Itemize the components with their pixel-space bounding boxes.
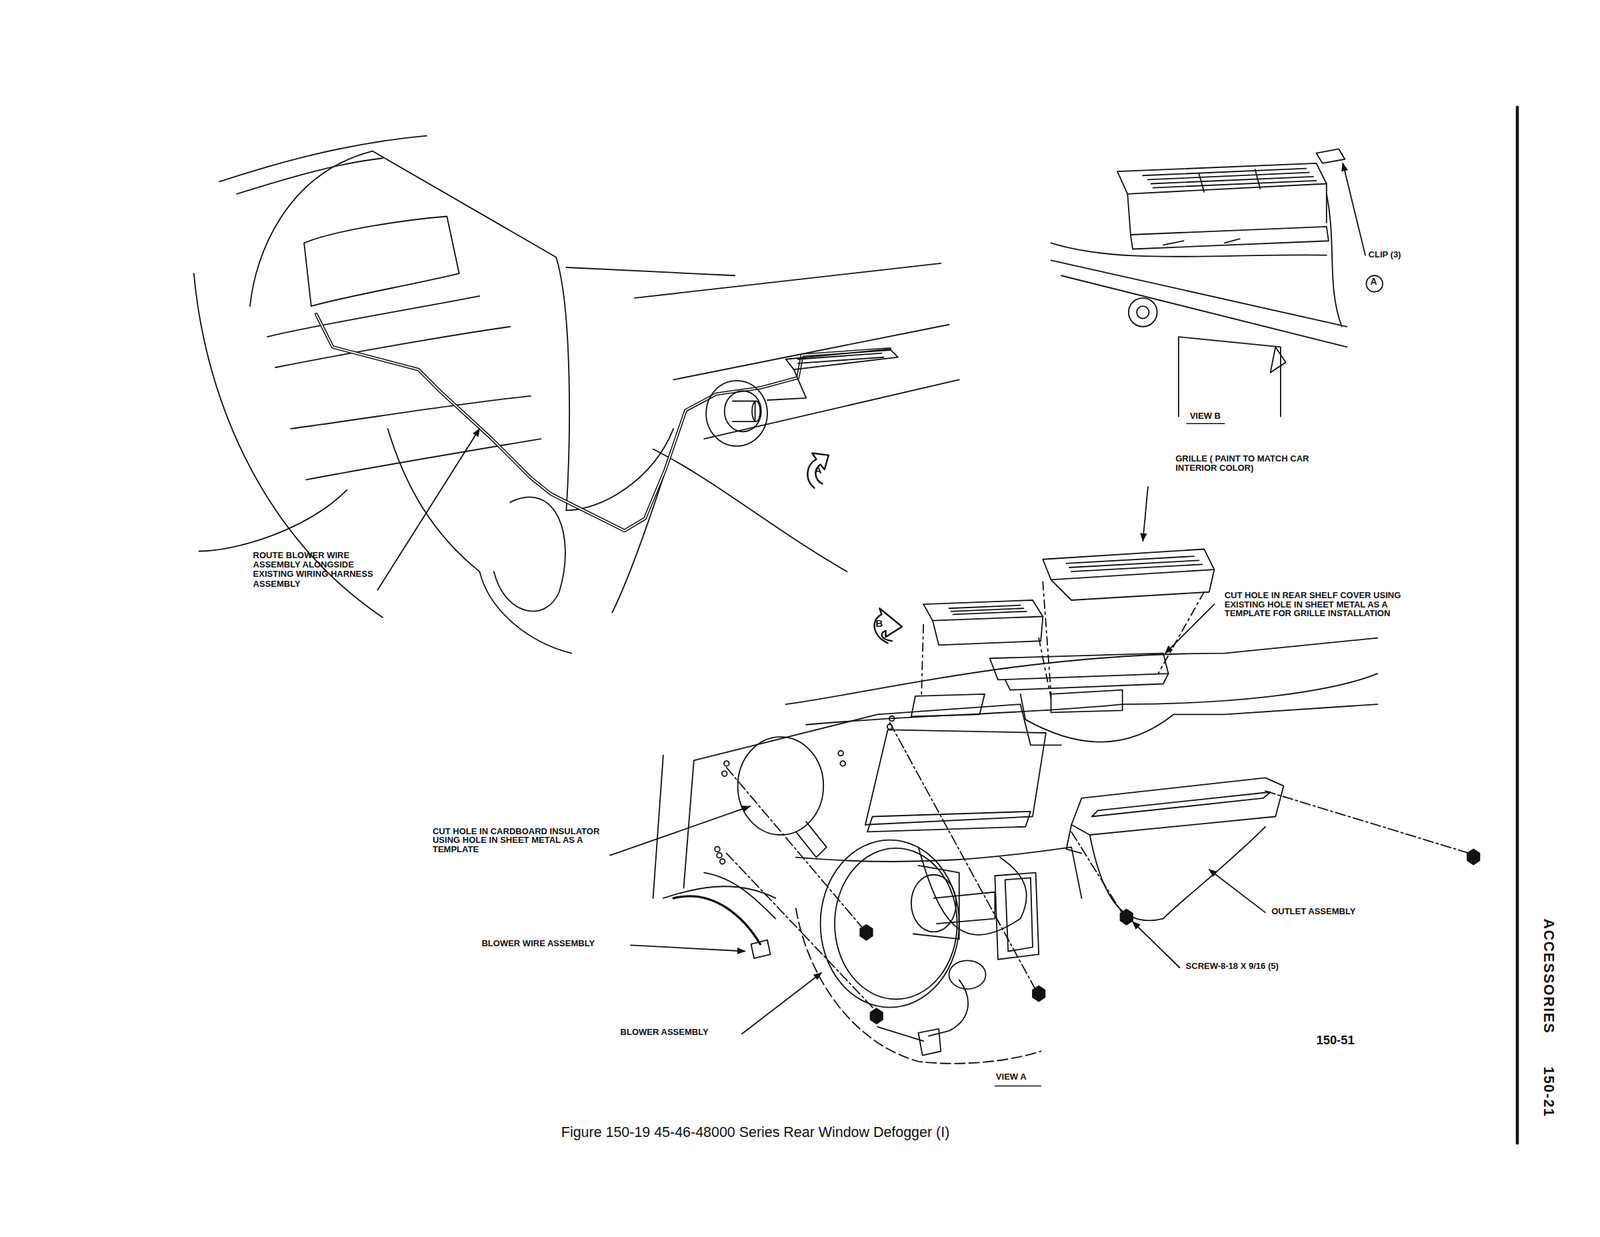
margin-heading: ACCESSORIES <box>1540 918 1556 1034</box>
callout-label: GRILLE ( PAINT TO MATCH CAR INTERIOR COL… <box>1175 454 1349 473</box>
callout-label: B <box>875 618 883 630</box>
callout-label: VIEW B <box>1190 411 1221 421</box>
callout-label: CUT HOLE IN REAR SHELF COVER USING EXIST… <box>1224 590 1429 619</box>
callout-label: CLIP (3) <box>1368 250 1402 260</box>
callout-label: BLOWER ASSEMBLY <box>620 1027 709 1037</box>
callout-label: SCREW-8-18 X 9/16 (5) <box>1186 961 1279 971</box>
callout-label: VIEW A <box>996 1072 1027 1082</box>
callout-label: A <box>814 465 822 477</box>
callout-label: ROUTE BLOWER WIRE ASSEMBLY ALONGSIDE EXI… <box>253 551 378 589</box>
callout-label: 150-51 <box>1316 1033 1354 1047</box>
callout-label: BLOWER WIRE ASSEMBLY <box>481 938 595 948</box>
callout-label: A <box>1370 277 1378 288</box>
figure-caption: Figure 150-19 45-46-48000 Series Rear Wi… <box>561 1124 950 1140</box>
callout-label: CUT HOLE IN CARDBOARD INSULATOR USING HO… <box>432 826 614 855</box>
callout-label: OUTLET ASSEMBLY <box>1271 907 1356 917</box>
margin-heading: 150-21 <box>1540 1066 1556 1117</box>
